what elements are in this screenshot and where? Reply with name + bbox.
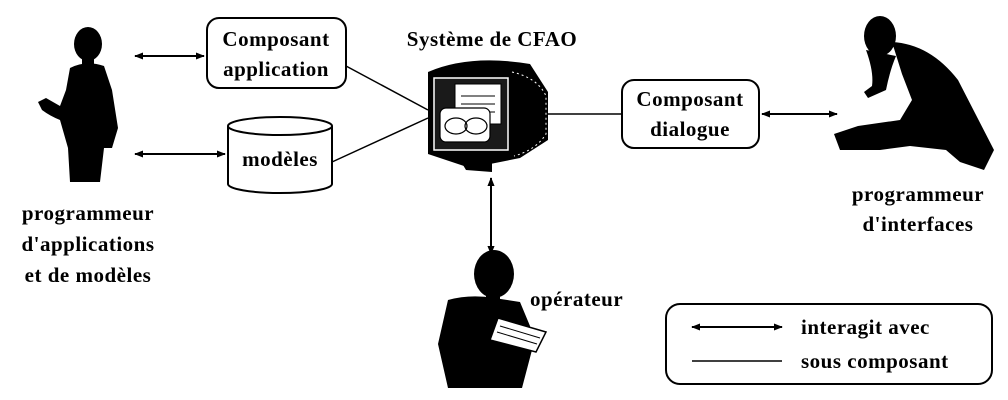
app-programmer-silhouette <box>38 27 118 182</box>
system-title: Système de CFAO <box>407 27 577 51</box>
dialogue-component-box: Composant dialogue <box>621 79 760 149</box>
operator-label: opérateur <box>530 287 623 311</box>
interface-programmer-silhouette <box>834 16 994 170</box>
dialogue-component-label-2: dialogue <box>650 117 730 141</box>
cad-monitor-icon <box>428 60 548 172</box>
app-programmer-label-3: et de modèles <box>25 263 152 287</box>
application-component-box: Composant application <box>206 17 347 89</box>
subcomponent-line-models <box>331 117 429 163</box>
interface-programmer-label-2: d'interfaces <box>863 212 974 236</box>
app-programmer-label-1: programmeur <box>22 201 154 225</box>
legend-interacts-label: interagit avec <box>801 315 930 339</box>
application-component-label-2: application <box>223 57 329 81</box>
legend: interagit avec sous composant <box>665 303 993 385</box>
app-programmer-label-2: d'applications <box>21 232 154 256</box>
interface-programmer-label-1: programmeur <box>852 182 984 206</box>
operator-silhouette <box>438 250 532 388</box>
operator-keyboard-icon <box>489 317 548 360</box>
legend-subcomponent-label: sous composant <box>801 349 949 373</box>
dialogue-component-label-1: Composant <box>636 87 743 111</box>
application-component-label-1: Composant <box>222 27 329 51</box>
models-database: modèles <box>227 116 333 194</box>
models-label: modèles <box>242 147 318 171</box>
subcomponent-line-application <box>345 65 429 111</box>
